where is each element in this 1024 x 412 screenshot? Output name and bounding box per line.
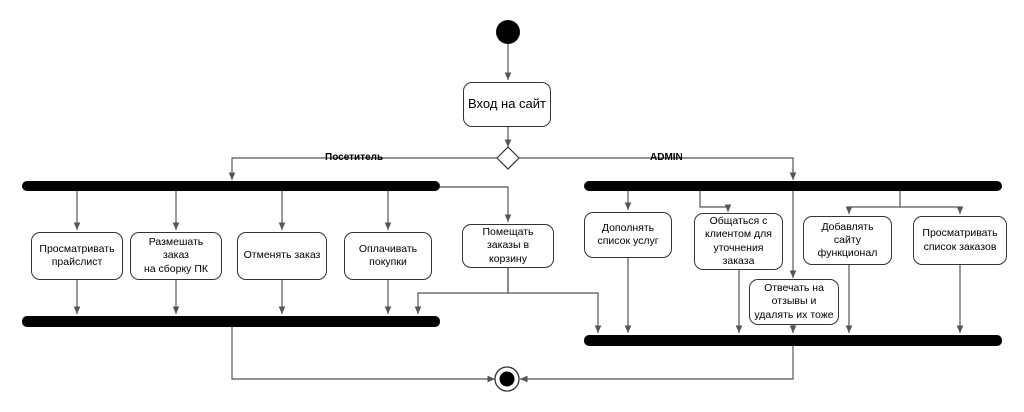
guard-visitor-label: Посетитель [325,152,384,163]
start-node [496,20,520,44]
action-login[interactable]: Вход на сайт [463,82,551,127]
decision-diamond [496,146,520,170]
action-view-orders[interactable]: Просматривать список заказов [913,216,1007,265]
edge-fork-chat-client [699,191,732,212]
action-place-order[interactable]: Размешать заказ на сборку ПК [130,232,222,280]
edge-decision-admin [519,157,797,180]
edge-decision-visitor [228,157,497,180]
visitor-fork-bar [22,181,440,191]
edge-fork-add-to-cart [440,186,512,222]
action-cancel-order[interactable]: Отменять заказ [237,232,327,280]
edge-cart-join-admin [507,268,602,333]
edge-fork-view-orders [900,206,964,214]
action-view-price[interactable]: Просматривать прайслист [31,232,123,280]
action-pay[interactable]: Оплачивать покупки [344,232,432,280]
action-add-features[interactable]: Добавлять сайту функционал [803,216,892,265]
visitor-join-bar [22,316,440,327]
edge-admin-join-end [520,346,794,383]
admin-join-bar [584,335,1002,346]
edge-visitor-join-end [231,327,495,383]
action-add-to-cart[interactable]: Помещать заказы в корзину [462,224,554,268]
action-extend-services[interactable]: Дополнять список услуг [584,212,672,258]
guard-admin-label: ADMIN [650,152,683,163]
action-chat-client[interactable]: Общаться с клиентом для уточнения заказа [694,213,783,270]
edge-cart-join-visitor [414,268,509,314]
end-node-core [499,371,515,387]
action-answer-reviews[interactable]: Отвечать на отзывы и удалять их тоже [749,279,839,325]
edge-fork-add-features [845,191,901,214]
admin-fork-bar [584,181,1002,191]
